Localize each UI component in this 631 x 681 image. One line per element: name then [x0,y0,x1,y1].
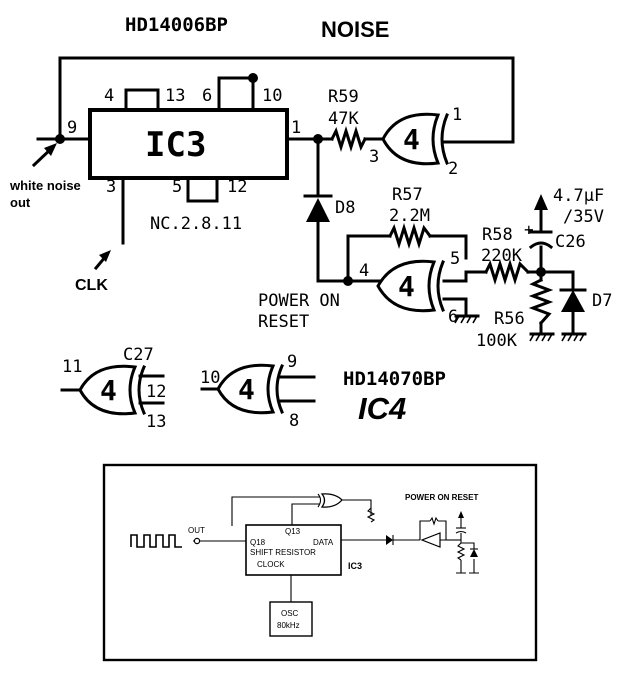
gate-b-pin-label: 5 [450,249,460,269]
block-q13-label: Q13 [285,527,301,536]
ic3-pin-label: 1 [291,118,301,138]
c26-value: /35V [563,207,604,227]
c26-name: C26 [555,232,586,252]
r59-name: R59 [328,87,359,107]
ic3-wiring [36,56,515,283]
ground-icon [561,332,587,342]
ground-icon [454,314,480,324]
block-diagram-frame [102,463,538,662]
gate-b-label: 4 [398,270,415,303]
c26-plus: + [524,220,534,239]
gate-a-label: 4 [403,123,420,156]
gate-c-pin-label: 11 [62,357,82,377]
r56-name: R56 [494,309,525,329]
oscillator-block [269,601,313,637]
clk-label: CLK [75,277,108,294]
resistor-r57 [387,222,433,250]
power-on-reset-label: POWER ON [258,291,340,311]
schematic-title: NOISE [321,17,389,42]
diode-d8 [303,194,333,222]
block-ic3-label: IC3 [348,561,362,571]
gate-c-pin-label: 12 [146,382,166,402]
ic3-pin-label: 13 [165,86,185,106]
ic3-chip-label: IC3 [145,125,206,165]
white-noise-label: out [10,195,31,210]
white-noise-label: white noise [9,178,81,193]
junction-dot [313,134,323,144]
block-diode [386,535,394,545]
block-resistor [429,516,439,526]
block-data-label: DATA [313,538,334,547]
xor-gate-a [381,112,449,166]
block-output-terminal [193,537,201,545]
block-diode-vertical [470,548,478,557]
r58-value: 220K [481,246,523,266]
junction-dot [248,73,258,83]
block-power-on-reset-label: POWER ON RESET [405,493,478,502]
shift-register-block [245,524,342,576]
junction-dot [55,134,65,144]
gate-c-label: 4 [100,374,117,407]
ic3-nc-note: NC.2.8.11 [150,214,242,234]
clk-arrow-icon [93,250,111,271]
d8-name: D8 [335,198,355,218]
c27-name: C27 [123,345,154,365]
supply-arrow-icon [534,194,548,210]
gate-d-pin-label: 9 [287,352,297,372]
gate-d-pin-label: 10 [200,368,220,388]
diode-d7 [559,288,587,312]
resistor-r58 [483,258,531,286]
gate-a-pin-label: 2 [448,159,458,179]
gate-a-pin-label: 3 [369,147,379,167]
r57-name: R57 [392,185,423,205]
block-wiring [130,496,475,602]
ic3-pin-label: 3 [106,177,116,197]
xor-gate-c [60,364,165,416]
ground-icon [529,332,555,342]
capacitor-c26 [528,230,554,257]
gate-c-pin-label: 13 [146,412,166,432]
ic3-pin-label: 6 [202,86,212,106]
resistor-r59 [329,125,368,153]
d7-name: D7 [592,291,612,311]
r59-value: 47K [328,109,359,129]
block-q18-label: Q18 [250,538,266,547]
c26-value: 4.7µF [553,186,604,206]
resistor-r56 [528,277,554,326]
white-noise-arrow-icon [31,143,57,168]
ic3-part-number: HD14006BP [125,14,228,36]
ic4-label: IC4 [358,391,406,426]
ic3-pin-label: 12 [227,177,247,197]
block-resistor [366,507,376,523]
block-resistor [456,542,466,561]
gate-b-pin-label: 6 [448,307,458,327]
block-xor-gate [317,493,343,508]
xor-gate-d [200,363,316,415]
block-buffer-gate [420,532,441,548]
block-capacitor [455,511,467,538]
block-osc-label: OSC [281,609,299,618]
ic3-chip [88,108,289,180]
gate-a-pin-label: 1 [452,105,462,125]
ic3-pin-label: 9 [67,118,77,138]
block-clock-label: CLOCK [257,560,285,569]
gate-d-label: 4 [238,373,255,406]
junction-dot [343,276,353,286]
block-out-label: OUT [188,526,205,535]
r56-value: 100K [476,331,518,351]
xor-gate-b [376,259,445,313]
ic3-pin-label: 10 [262,86,282,106]
gate-d-pin-label: 8 [289,411,299,431]
junction-dot [536,267,546,277]
r58-name: R58 [482,225,513,245]
gate-b-pin-label: 4 [359,261,369,281]
ic4-part-number: HD14070BP [343,368,446,390]
power-on-reset-label: RESET [258,312,309,332]
ic3-pin-label: 5 [172,177,182,197]
block-shift-register-label: SHIFT RESISTOR [250,548,316,557]
ic3-pin-label: 4 [104,86,114,106]
r57-value: 2.2M [389,206,430,226]
block-osc-frequency: 80kHz [277,621,300,630]
